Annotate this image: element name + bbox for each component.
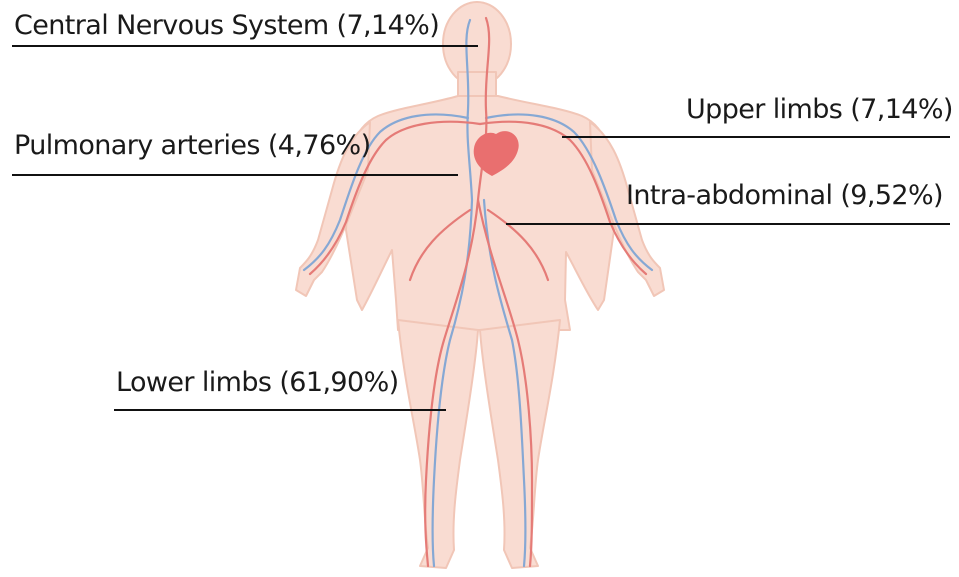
body-silhouette xyxy=(296,2,664,568)
right-leg xyxy=(480,320,560,568)
label-central-nervous-system: Central Nervous System (7,14%) xyxy=(14,10,439,42)
label-lower-limbs: Lower limbs (61,90%) xyxy=(116,367,399,399)
left-leg xyxy=(398,320,478,568)
label-pulmonary-arteries: Pulmonary arteries (4,76%) xyxy=(14,130,371,162)
label-intra-abdominal: Intra-abdominal (9,52%) xyxy=(626,180,943,212)
label-upper-limbs: Upper limbs (7,14%) xyxy=(686,94,953,126)
